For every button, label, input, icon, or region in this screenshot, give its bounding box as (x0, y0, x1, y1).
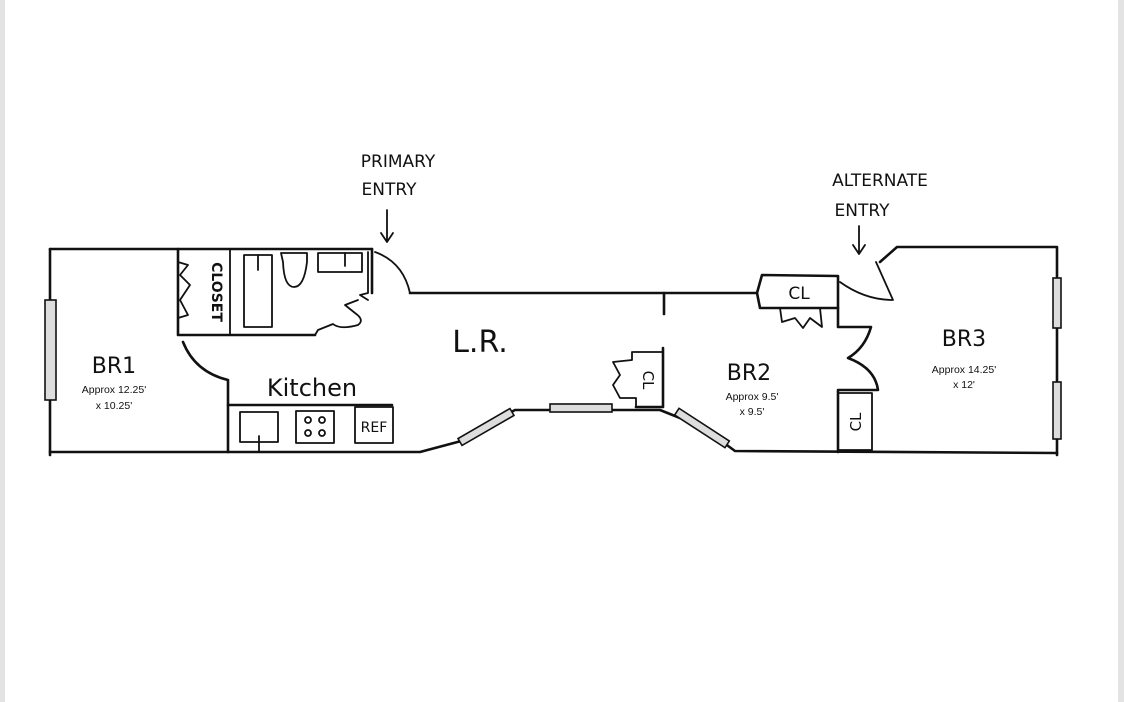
page-edge-right (1118, 0, 1124, 702)
windows (44, 277, 1062, 449)
alternate-entry-label-1: ALTERNATE (832, 171, 928, 191)
primary-entry-door (370, 247, 411, 295)
window-lr-center (549, 403, 613, 413)
br1-label: BR1 (92, 354, 136, 379)
window-br2 (673, 407, 731, 449)
window-lr-left (456, 407, 516, 447)
closet-label: CLOSET (208, 262, 224, 322)
br2-label: BR2 (727, 361, 771, 386)
br3-size-2: x 12' (953, 379, 975, 391)
ref-label: REF (361, 420, 388, 436)
window-br3-top (1052, 277, 1062, 329)
br3-label: BR3 (942, 327, 986, 352)
primary-entry-label-1: PRIMARY (361, 152, 436, 172)
window-br3-bottom (1052, 381, 1062, 440)
outer-walls (48, 245, 1059, 457)
alternate-entry-door (839, 261, 894, 301)
kitchen-label: Kitchen (267, 374, 357, 402)
closet-label-lr: CL (639, 371, 657, 390)
br3-size-1: Approx 14.25' (932, 364, 996, 376)
entry-arrow-icon (380, 209, 394, 243)
br2-top-closet (755, 273, 840, 329)
bathroom (176, 247, 369, 337)
alternate-entry-arrow-icon (852, 225, 866, 255)
br2-br3-wall (836, 306, 880, 454)
primary-entry-label-2: ENTRY (362, 180, 418, 200)
br1-size-2: x 10.25' (96, 400, 132, 412)
br1-door (181, 340, 230, 454)
kitchen-counter (226, 403, 394, 453)
window-br1 (44, 299, 57, 401)
closet-label-br3: CL (847, 412, 865, 431)
alternate-entry-label-2: ENTRY (835, 201, 891, 221)
lr-closet (612, 346, 665, 409)
br1-size-1: Approx 12.25' (82, 384, 146, 396)
closet-label-br2-top: CL (788, 284, 810, 304)
br2-size-1: Approx 9.5' (726, 391, 779, 403)
page-edge-left (0, 0, 5, 702)
living-room-label: L.R. (452, 325, 508, 360)
br2-size-2: x 9.5' (740, 406, 765, 418)
